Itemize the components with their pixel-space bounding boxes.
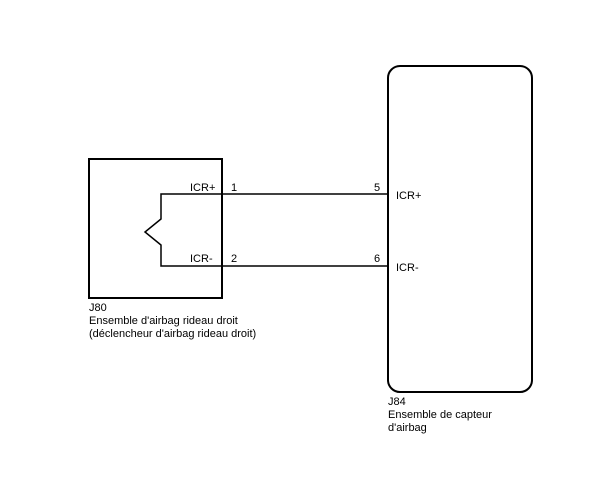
j84-id: J84 [388,396,406,408]
j84-caption: J84 Ensemble de capteur d'airbag [388,396,492,435]
j80-pin1-number: 1 [231,182,237,194]
j80-pin2-number: 2 [231,253,237,265]
j84-pin5-number: 5 [374,182,380,194]
j84-name-line1: Ensemble de capteur [388,409,492,421]
j80-name-line1: Ensemble d'airbag rideau droit [89,315,238,327]
j84-pin6-label: ICR- [396,262,419,274]
j84-name-line2: d'airbag [388,422,427,434]
j80-pin1-label: ICR+ [190,182,215,194]
j80-caption: J80 Ensemble d'airbag rideau droit (décl… [89,302,256,341]
j80-name-line2: (déclencheur d'airbag rideau droit) [89,328,257,340]
j84-component-box [387,65,533,393]
j80-pin2-label: ICR- [190,253,213,265]
j80-component-box [88,158,223,299]
j84-pin5-label: ICR+ [396,190,421,202]
j80-id: J80 [89,302,107,314]
j84-pin6-number: 6 [374,253,380,265]
j80-squib-symbol [143,193,222,267]
